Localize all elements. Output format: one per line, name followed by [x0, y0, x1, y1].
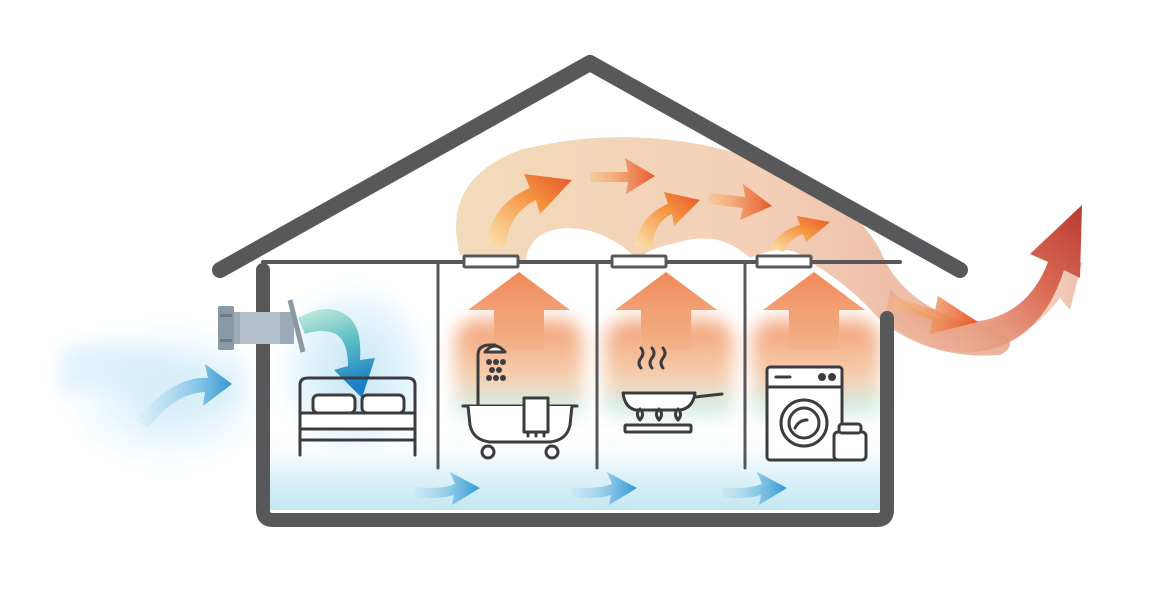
warm-air-curved-arrow	[488, 174, 572, 246]
warm-air-curved-arrow	[770, 216, 830, 252]
wall-intake-vent-icon	[218, 299, 306, 353]
rising-air-arrow	[468, 272, 570, 350]
floor-fresh-air-arrows	[415, 472, 787, 505]
warm-air-straight-arrow	[892, 296, 978, 334]
fresh-air-floor-arrow	[722, 472, 787, 505]
fresh-air-supply-arrow	[298, 309, 375, 398]
rising-air-arrow	[615, 272, 717, 350]
fresh-air-floor-arrow	[572, 472, 637, 505]
warm-air-curved-arrow	[635, 192, 700, 248]
warm-air-straight-arrow	[708, 184, 772, 220]
fresh-air-intake-arrow	[135, 364, 232, 428]
ceiling-extract-vent-icon	[755, 254, 813, 269]
ceiling-vents	[462, 254, 813, 269]
outside-fresh-air	[45, 325, 255, 465]
warm-air-straight-arrow	[590, 158, 655, 194]
bed-icon	[298, 376, 417, 457]
washing-machine-icon	[765, 365, 868, 462]
stale-air-exhaust-arrow	[885, 205, 1082, 353]
fresh-air-floor-arrow	[415, 472, 480, 505]
ceiling-extract-vent-icon	[462, 254, 520, 269]
ceiling-extract-vent-icon	[610, 254, 668, 269]
roof	[212, 55, 968, 278]
house-walls	[256, 263, 894, 527]
rising-air-arrow	[763, 272, 865, 350]
rising-air-arrows	[468, 272, 865, 350]
frying-pan-stove-icon	[621, 346, 724, 434]
bathtub-shower-icon	[461, 343, 579, 460]
attic-warm-arrows	[488, 158, 978, 334]
